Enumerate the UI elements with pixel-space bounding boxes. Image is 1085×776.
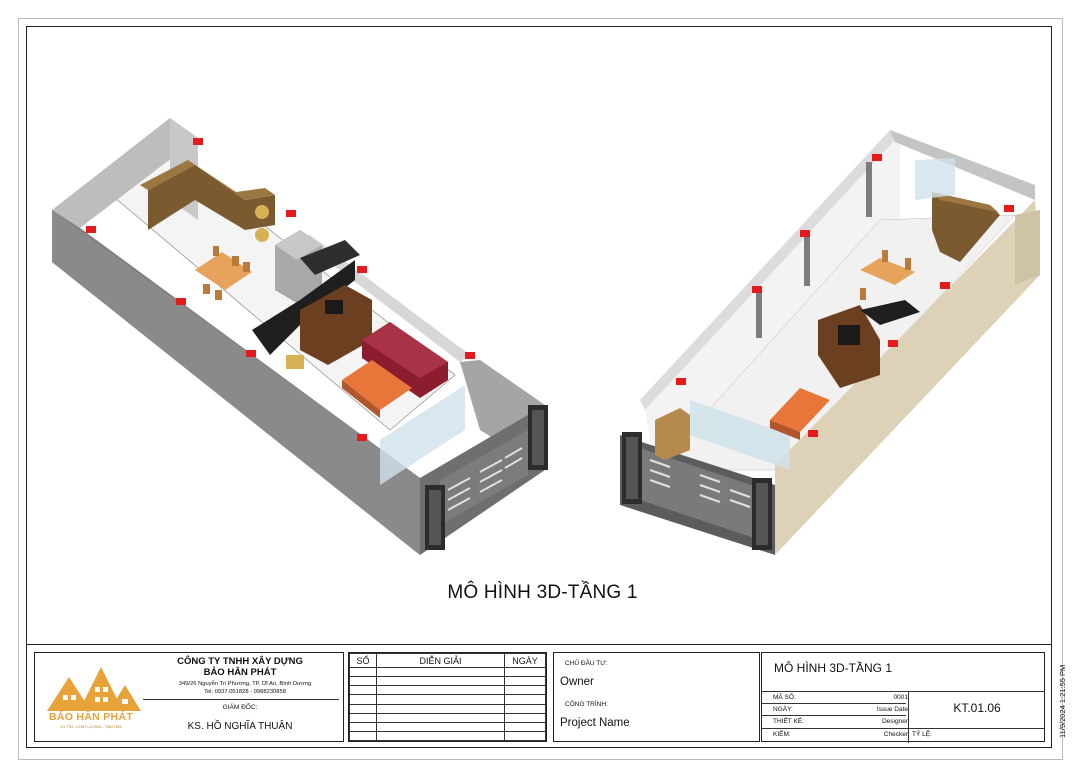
outer-border [18,18,1063,760]
revision-cell [376,730,505,742]
revision-cell [349,703,377,714]
sheet-field-label-0: MÃ SỐ: [773,694,796,701]
company-logo: BẢO HÂN PHÁT UY TÍN - CHẤT LƯỢNG - TẬN T… [39,659,143,737]
sheet-title: MÔ HÌNH 3D-TẦNG 1 [774,661,893,675]
revision-cell [349,694,377,705]
revision-row [349,685,546,696]
revision-cell [349,685,377,696]
sheet-field-value-2: Designer [881,718,908,725]
left-bed [342,360,412,410]
left-dining-table [195,252,252,290]
right-long-wall [640,130,895,410]
right-beige-wall [775,200,1040,555]
revision-row [349,703,546,714]
right-3d-model [620,130,1040,555]
logo-slogan: UY TÍN - CHẤT LƯỢNG - TẬN TÂM [60,725,122,729]
print-timestamp: 11/9/2024 1:21:55 PM [1058,664,1067,738]
scale-label: TỶ LỆ: [912,731,932,738]
revision-cell [349,712,377,723]
drawing-frame [26,26,1052,748]
revision-cell [376,685,505,696]
rev-header-no: SỐ [349,653,377,668]
revision-cell [504,676,546,687]
director-name: KS. HỒ NGHĨA THUẬN [187,721,293,732]
revision-cell [376,721,505,732]
revision-cell [349,666,377,678]
revision-row [349,730,546,742]
revision-row [349,721,546,732]
left-3d-model [52,118,548,555]
revision-cell [504,721,546,732]
company-rule [143,699,339,700]
revision-cell [376,703,505,714]
left-long-wall [52,118,198,228]
revision-cell [504,694,546,705]
project-label: CÔNG TRÌNH: [565,701,608,708]
sheet-code: KT.01.06 [953,701,1001,715]
project-block: CHỦ ĐẦU TƯ: Owner CÔNG TRÌNH: Project Na… [553,652,760,742]
logo-brand-text: BẢO HÂN PHÁT [48,711,134,723]
revision-cell [376,666,505,678]
company-phone: Tel: 0937.051828 - 0988230858 [204,689,286,695]
right-kitchen [932,192,1000,262]
right-bed [770,388,830,432]
revision-cell [349,730,377,742]
drawing-title: MÔ HÌNH 3D-TẦNG 1 [447,582,638,603]
revision-cell [504,703,546,714]
revision-cell [504,730,546,742]
revision-row [349,666,546,678]
revision-cell [504,666,546,678]
revision-cell [349,721,377,732]
company-block: BẢO HÂN PHÁT UY TÍN - CHẤT LƯỢNG - TẬN T… [34,652,344,742]
left-stairs [252,260,355,355]
sheet-info-block: MÔ HÌNH 3D-TẦNG 1 MÃ SỐ: 0001 NGÀY: Issu… [761,652,1045,743]
company-name-line1: CÔNG TY TNHH XÂY DỰNG [177,656,303,667]
sheet-field-label-1: NGÀY: [773,706,793,713]
rev-header-desc: DIỄN GIẢI [376,653,505,668]
rev-header-date: NGÀY [504,653,546,668]
sheet-field-label-3: KIỂM: [773,731,791,738]
sheet-field-label-2: THIẾT KẾ: [773,718,804,725]
sheet-field-value-3: Checker [883,731,908,738]
left-kitchen [148,165,275,230]
project-value: Project Name [560,717,630,729]
director-label: GIÁM ĐỐC: [222,704,258,711]
left-tv-cabinet [300,285,372,365]
owner-value: Owner [560,676,594,688]
revision-cell [349,676,377,687]
revision-row [349,676,546,687]
right-tv-cabinet [818,305,880,388]
company-name-line2: BẢO HÂN PHÁT [203,667,277,678]
revision-row [349,712,546,723]
revision-table: SỐ DIỄN GIẢI NGÀY [348,652,547,742]
house-logo-icon [47,667,141,711]
title-block-divider [26,644,1052,645]
owner-label: CHỦ ĐẦU TƯ: [565,660,608,667]
sheet-field-value-0: 0001 [893,694,908,701]
revision-cell [376,676,505,687]
revision-cell [504,685,546,696]
revision-cell [376,712,505,723]
revision-cell [504,712,546,723]
company-address: 349/26 Nguyễn Tri Phương, TP. Dĩ An, Bìn… [178,681,312,687]
revision-row [349,694,546,705]
sheet-field-value-1: Issue Date [876,706,908,713]
revision-cell [376,694,505,705]
right-dining-table [860,258,915,285]
